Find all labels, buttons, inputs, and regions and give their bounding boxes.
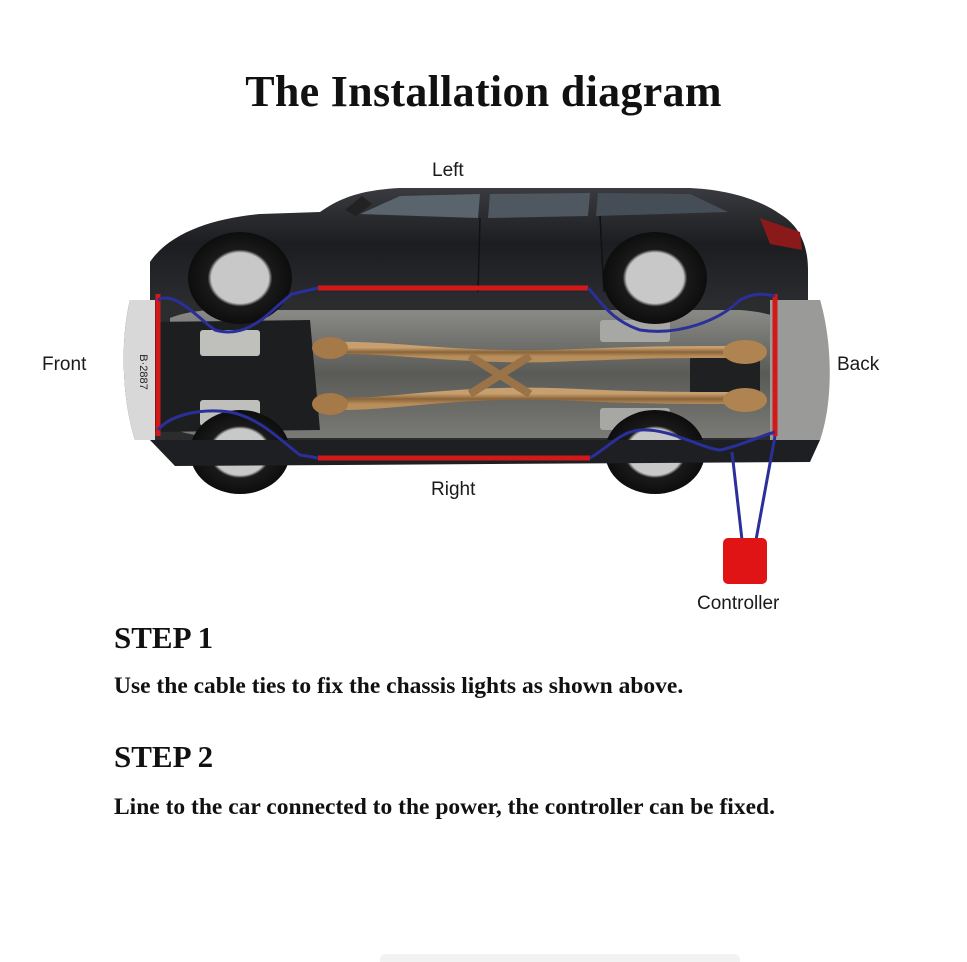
license-plate-text: B·2887 xyxy=(137,354,149,389)
chassis-light-strips xyxy=(155,285,778,461)
controller-box xyxy=(723,538,767,584)
connection-wires xyxy=(156,286,777,541)
label-front: Front xyxy=(42,354,87,375)
step-1-heading: STEP 1 xyxy=(114,620,214,655)
bottom-scroll-bar xyxy=(380,954,740,962)
label-controller: Controller xyxy=(697,593,780,614)
diagram-title: The Installation diagram xyxy=(245,67,722,116)
step-1-text: Use the cable ties to fix the chassis li… xyxy=(114,673,684,699)
step-2-heading: STEP 2 xyxy=(114,739,214,774)
label-left: Left xyxy=(432,160,464,181)
label-right: Right xyxy=(431,479,476,500)
label-back: Back xyxy=(837,354,880,375)
step-2-text: Line to the car connected to the power, … xyxy=(114,794,775,820)
